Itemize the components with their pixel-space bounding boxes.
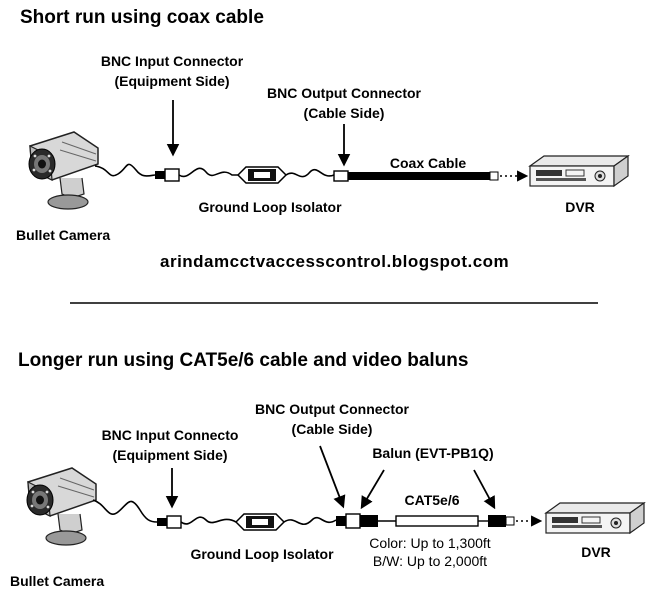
bnc-input-sublabel: (Equipment Side) [112, 447, 228, 463]
balun-icon [360, 515, 378, 527]
balun-icon [488, 515, 506, 527]
bnc-output-label: BNC Output Connector [255, 401, 409, 417]
coax-cable [358, 172, 490, 180]
cat5-cable-label: CAT5e/6 [404, 492, 460, 508]
ground-loop-isolator-icon [237, 166, 287, 184]
dvr-label: DVR [581, 544, 611, 560]
ground-loop-isolator-icon [235, 513, 285, 531]
cat5-cable [395, 515, 479, 527]
bnc-output-sublabel: (Cable Side) [291, 421, 373, 437]
camera-label: Bullet Camera [10, 573, 105, 589]
bnc-output-arrow [319, 445, 346, 509]
dvr-label: DVR [565, 199, 595, 215]
dvr-icon [545, 502, 645, 534]
bnc-input-label: BNC Input Connecto [101, 427, 239, 443]
bullet-camera-icon [26, 467, 97, 546]
balun-label: Balun (EVT-PB1Q) [372, 445, 494, 461]
bw-range-text: B/W: Up to 2,000ft [372, 553, 488, 569]
isolator-label: Ground Loop Isolator [190, 546, 334, 562]
dvr-icon [529, 155, 629, 187]
balun-arrow-right [473, 469, 496, 510]
bottom-heading: Longer run using CAT5e/6 cable and video… [18, 350, 469, 371]
balun-arrow-left [360, 469, 385, 510]
bnc-input-sublabel: (Equipment Side) [114, 73, 230, 89]
blog-watermark: arindamcctvaccesscontrol.blogspot.com [160, 252, 510, 271]
bnc-output-sublabel: (Cable Side) [303, 105, 385, 121]
bottom-diagram [26, 445, 645, 546]
color-range-text: Color: Up to 1,300ft [369, 535, 491, 551]
isolator-label: Ground Loop Isolator [198, 199, 342, 215]
camera-label: Bullet Camera [16, 227, 111, 243]
top-heading: Short run using coax cable [20, 7, 264, 28]
bnc-input-label: BNC Input Connector [100, 53, 244, 69]
bullet-camera-icon [28, 131, 99, 210]
bnc-output-label: BNC Output Connector [267, 85, 421, 101]
top-diagram [28, 100, 629, 210]
coax-cable-label: Coax Cable [389, 155, 467, 171]
